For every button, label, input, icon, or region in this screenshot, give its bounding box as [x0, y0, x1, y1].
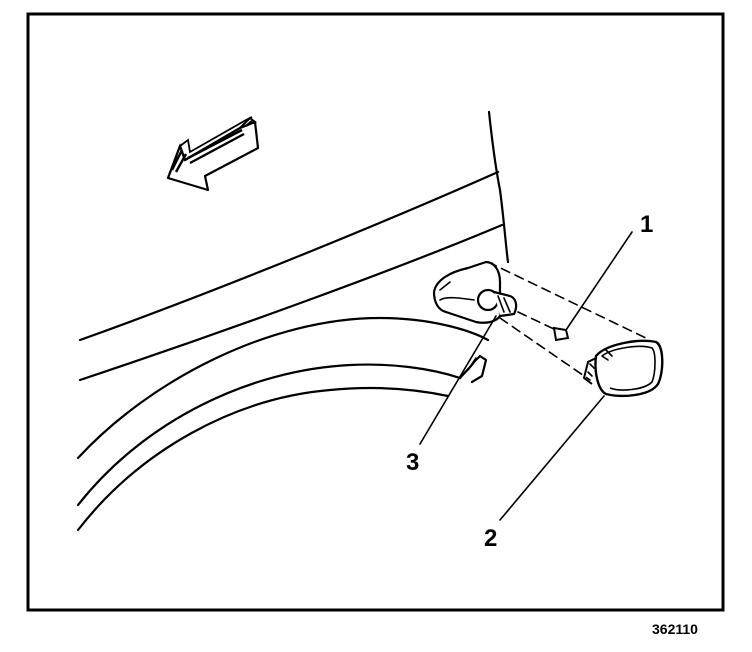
callout-3: 3 [406, 449, 419, 476]
callout-1: 1 [640, 211, 653, 238]
figure-number: 362110 [652, 621, 698, 637]
bulb-socket [476, 288, 518, 318]
assembly-guide-lines [487, 261, 651, 381]
side-marker-lamp [582, 339, 664, 398]
leader-line-2 [499, 395, 605, 521]
fender-outline [76, 110, 510, 532]
arrow-forward-left-icon [166, 116, 260, 192]
leader-lines [419, 231, 633, 521]
figure-frame [26, 12, 725, 612]
retaining-clip [552, 326, 570, 342]
leader-line-1 [565, 231, 633, 331]
callout-2: 2 [484, 525, 497, 552]
leader-line-3 [419, 315, 497, 445]
